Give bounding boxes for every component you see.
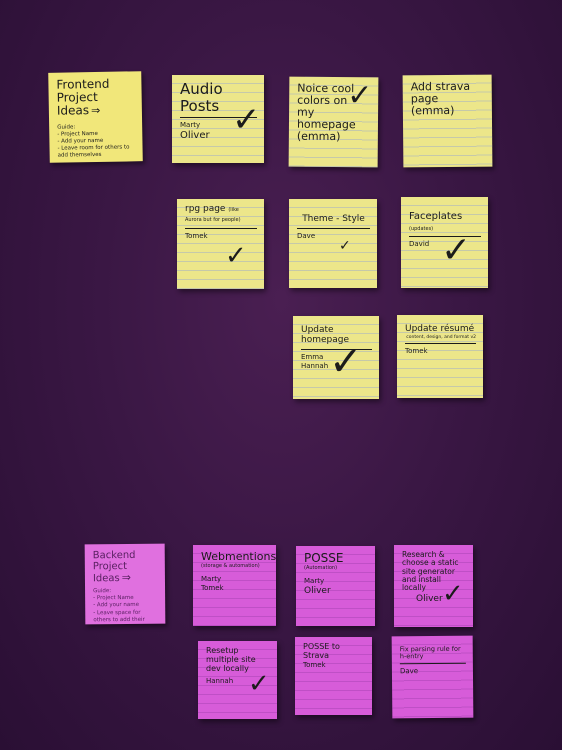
sticky-note-resetup-dev: Resetup multiple site dev locally Hannah… — [198, 641, 277, 719]
arrow-icon: ⇒ — [121, 570, 132, 585]
sticky-note-update-homepage: Update homepage Emma Hannah ✓ — [293, 316, 379, 399]
note-aside: (like Aurora but for people) — [185, 207, 241, 223]
note-title-text: Faceplates — [409, 211, 463, 222]
checkmark-icon: ✓ — [339, 238, 351, 254]
note-title: Update résumé — [405, 324, 475, 334]
note-title: Fix parsing rule for h-entry — [399, 644, 461, 661]
assignee: Tomek — [185, 231, 208, 240]
assignee: Tomek — [405, 346, 428, 355]
sticky-note-frontend-ideas: Frontend Project Ideas⇒ Guide: - Project… — [48, 71, 143, 163]
assignee: Tomek — [303, 660, 326, 669]
sticky-note-rpg-page: rpg page (like Aurora but for people) To… — [177, 199, 264, 289]
note-title: rpg page (like Aurora but for people) — [185, 204, 257, 225]
divider — [185, 227, 257, 229]
note-title: Theme - Style — [302, 214, 365, 224]
divider — [297, 227, 370, 229]
divider — [180, 117, 257, 118]
note-title: Update homepage — [301, 325, 349, 345]
note-title: Resetup multiple site dev locally — [206, 646, 256, 673]
note-aside: (Automation) — [304, 565, 338, 572]
note-aside: (storage & automation) — [201, 563, 260, 570]
note-title-text: rpg page — [185, 204, 226, 214]
assignee: Marty — [201, 575, 222, 584]
assignee: Marty — [180, 121, 201, 129]
sticky-note-faceplates: Faceplates (updates) David ✓ — [401, 197, 488, 288]
checkmark-icon: ✓ — [442, 579, 464, 609]
assignee: Tomek — [201, 583, 224, 592]
checkmark-icon: ✓ — [441, 230, 472, 271]
sticky-note-webmentions: Webmentions (storage & automation) Marty… — [193, 545, 276, 626]
sticky-note-fix-parsing: Fix parsing rule for h-entry Dave — [391, 635, 474, 719]
divider — [399, 662, 466, 665]
sticky-note-backend-ideas: Backend Project Ideas⇒ Guide: - Project … — [84, 543, 166, 625]
note-title: Faceplates (updates) — [409, 211, 481, 233]
divider — [301, 348, 372, 350]
sticky-note-strava-page: Add strava page (emma) — [402, 74, 493, 168]
assignee: Oliver — [416, 594, 443, 605]
checkmark-icon: ✓ — [248, 669, 270, 699]
checkmark-icon: ✓ — [232, 100, 261, 140]
note-title: Frontend Project Ideas⇒ — [56, 77, 135, 118]
assignee: Emma — [301, 352, 324, 361]
guide-item: - Leave space for others to add their na… — [93, 609, 145, 624]
note-aside: (updates) — [409, 226, 434, 232]
assignee: Hannah — [301, 361, 329, 370]
assignee: Marty — [304, 577, 325, 586]
assignee: David — [409, 240, 430, 248]
note-title: Audio Posts — [180, 80, 223, 115]
note-title: Webmentions — [201, 550, 276, 563]
arrow-icon: ⇒ — [90, 104, 101, 118]
checkmark-icon: ✓ — [347, 78, 373, 114]
sticky-note-cool-colors: Noice cool colors on my homepage (emma) … — [288, 76, 379, 168]
assignee: Oliver — [304, 585, 331, 596]
note-title: Add strava page (emma) — [410, 79, 471, 118]
note-title: Backend Project Ideas⇒ — [93, 550, 158, 585]
sticky-note-audio-posts: Audio Posts Marty Oliver ✓ — [172, 75, 264, 163]
sticky-note-static-site-generator: Research & choose a static site generato… — [394, 545, 473, 627]
note-title: POSSE — [304, 551, 344, 565]
assignee: Hannah — [206, 677, 234, 686]
assignee: Dave — [297, 231, 316, 240]
note-title: POSSE to Strava — [303, 642, 340, 660]
sticky-note-update-resume: Update résumé content, design, and forma… — [397, 315, 483, 398]
checkmark-icon: ✓ — [329, 339, 363, 385]
checkmark-icon: ✓ — [225, 241, 247, 271]
note-title-text: Frontend Project Ideas — [56, 76, 110, 119]
divider — [405, 342, 476, 344]
sticky-note-posse-to-strava: POSSE to Strava Tomek — [295, 637, 372, 715]
note-aside: content, design, and format v2 — [406, 334, 476, 340]
assignee: Oliver — [180, 129, 210, 141]
sticky-note-theme-style: Theme - Style Dave ✓ — [289, 199, 377, 288]
note-title: Research & choose a static site generato… — [402, 550, 459, 592]
sticky-note-posse: POSSE (Automation) Marty Oliver — [296, 546, 375, 626]
divider — [409, 236, 481, 237]
assignee: Dave — [399, 667, 419, 676]
guide-item: - Leave room for others to add themselve… — [57, 144, 130, 159]
